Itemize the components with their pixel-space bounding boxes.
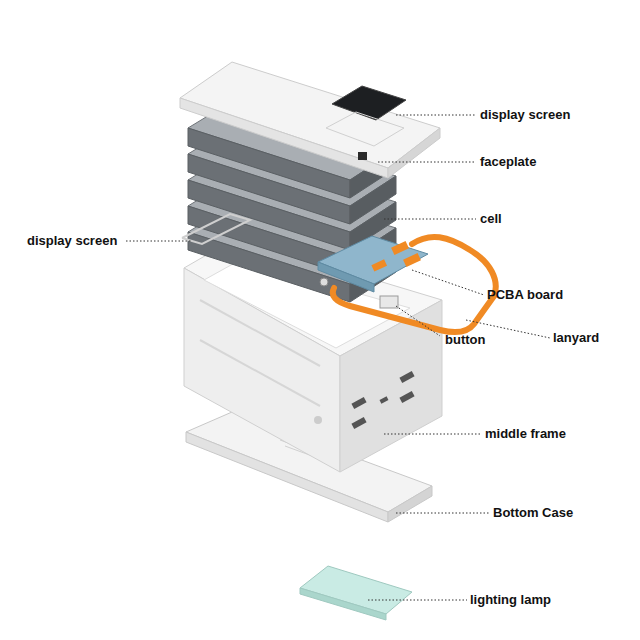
case-end: [388, 486, 432, 522]
leader-line: [384, 219, 476, 220]
usb-port: [399, 371, 414, 383]
part-label: faceplate: [480, 154, 536, 170]
display-window: [332, 86, 406, 120]
faceplate-end: [388, 128, 440, 178]
leader-line: [396, 115, 476, 116]
pcb-side: [318, 262, 374, 292]
leader-line: [396, 513, 490, 514]
frame-hole: [314, 416, 322, 424]
pcb-connector: [391, 241, 409, 255]
faceplate-recess: [326, 112, 404, 146]
usb-port: [351, 397, 366, 409]
part-label: lanyard: [553, 330, 599, 346]
leader-line: [378, 162, 476, 163]
frame-outline: [182, 214, 250, 244]
part-label: display screen: [480, 107, 570, 123]
frame-rail: [200, 340, 320, 406]
part-label: cell: [480, 211, 502, 227]
part-label: PCBA board: [487, 287, 563, 303]
leader-line: [412, 270, 484, 295]
lamp-side: [300, 588, 386, 620]
part-label: lighting lamp: [470, 592, 551, 608]
part-label: middle frame: [485, 426, 566, 442]
button-part: [380, 296, 398, 308]
leader-lines: [126, 115, 550, 600]
leader-line: [384, 434, 482, 435]
lighting-lamp-part: [300, 566, 412, 620]
faceplate-button: [358, 152, 367, 160]
pcb-led: [320, 278, 328, 286]
part-label: display screen: [27, 233, 117, 249]
usb-port: [380, 396, 389, 403]
faceplate-part: [180, 62, 440, 178]
leader-line: [396, 306, 440, 336]
frame-rail: [200, 300, 320, 366]
lanyard-strap: [333, 237, 496, 332]
pcb-connector: [371, 259, 387, 271]
usb-port: [351, 417, 366, 429]
part-label: Bottom Case: [493, 505, 573, 521]
usb-port: [399, 391, 414, 403]
part-label: button: [445, 332, 485, 348]
pcb-connector: [403, 253, 421, 267]
leader-line: [368, 600, 467, 601]
leader-line: [126, 241, 192, 242]
